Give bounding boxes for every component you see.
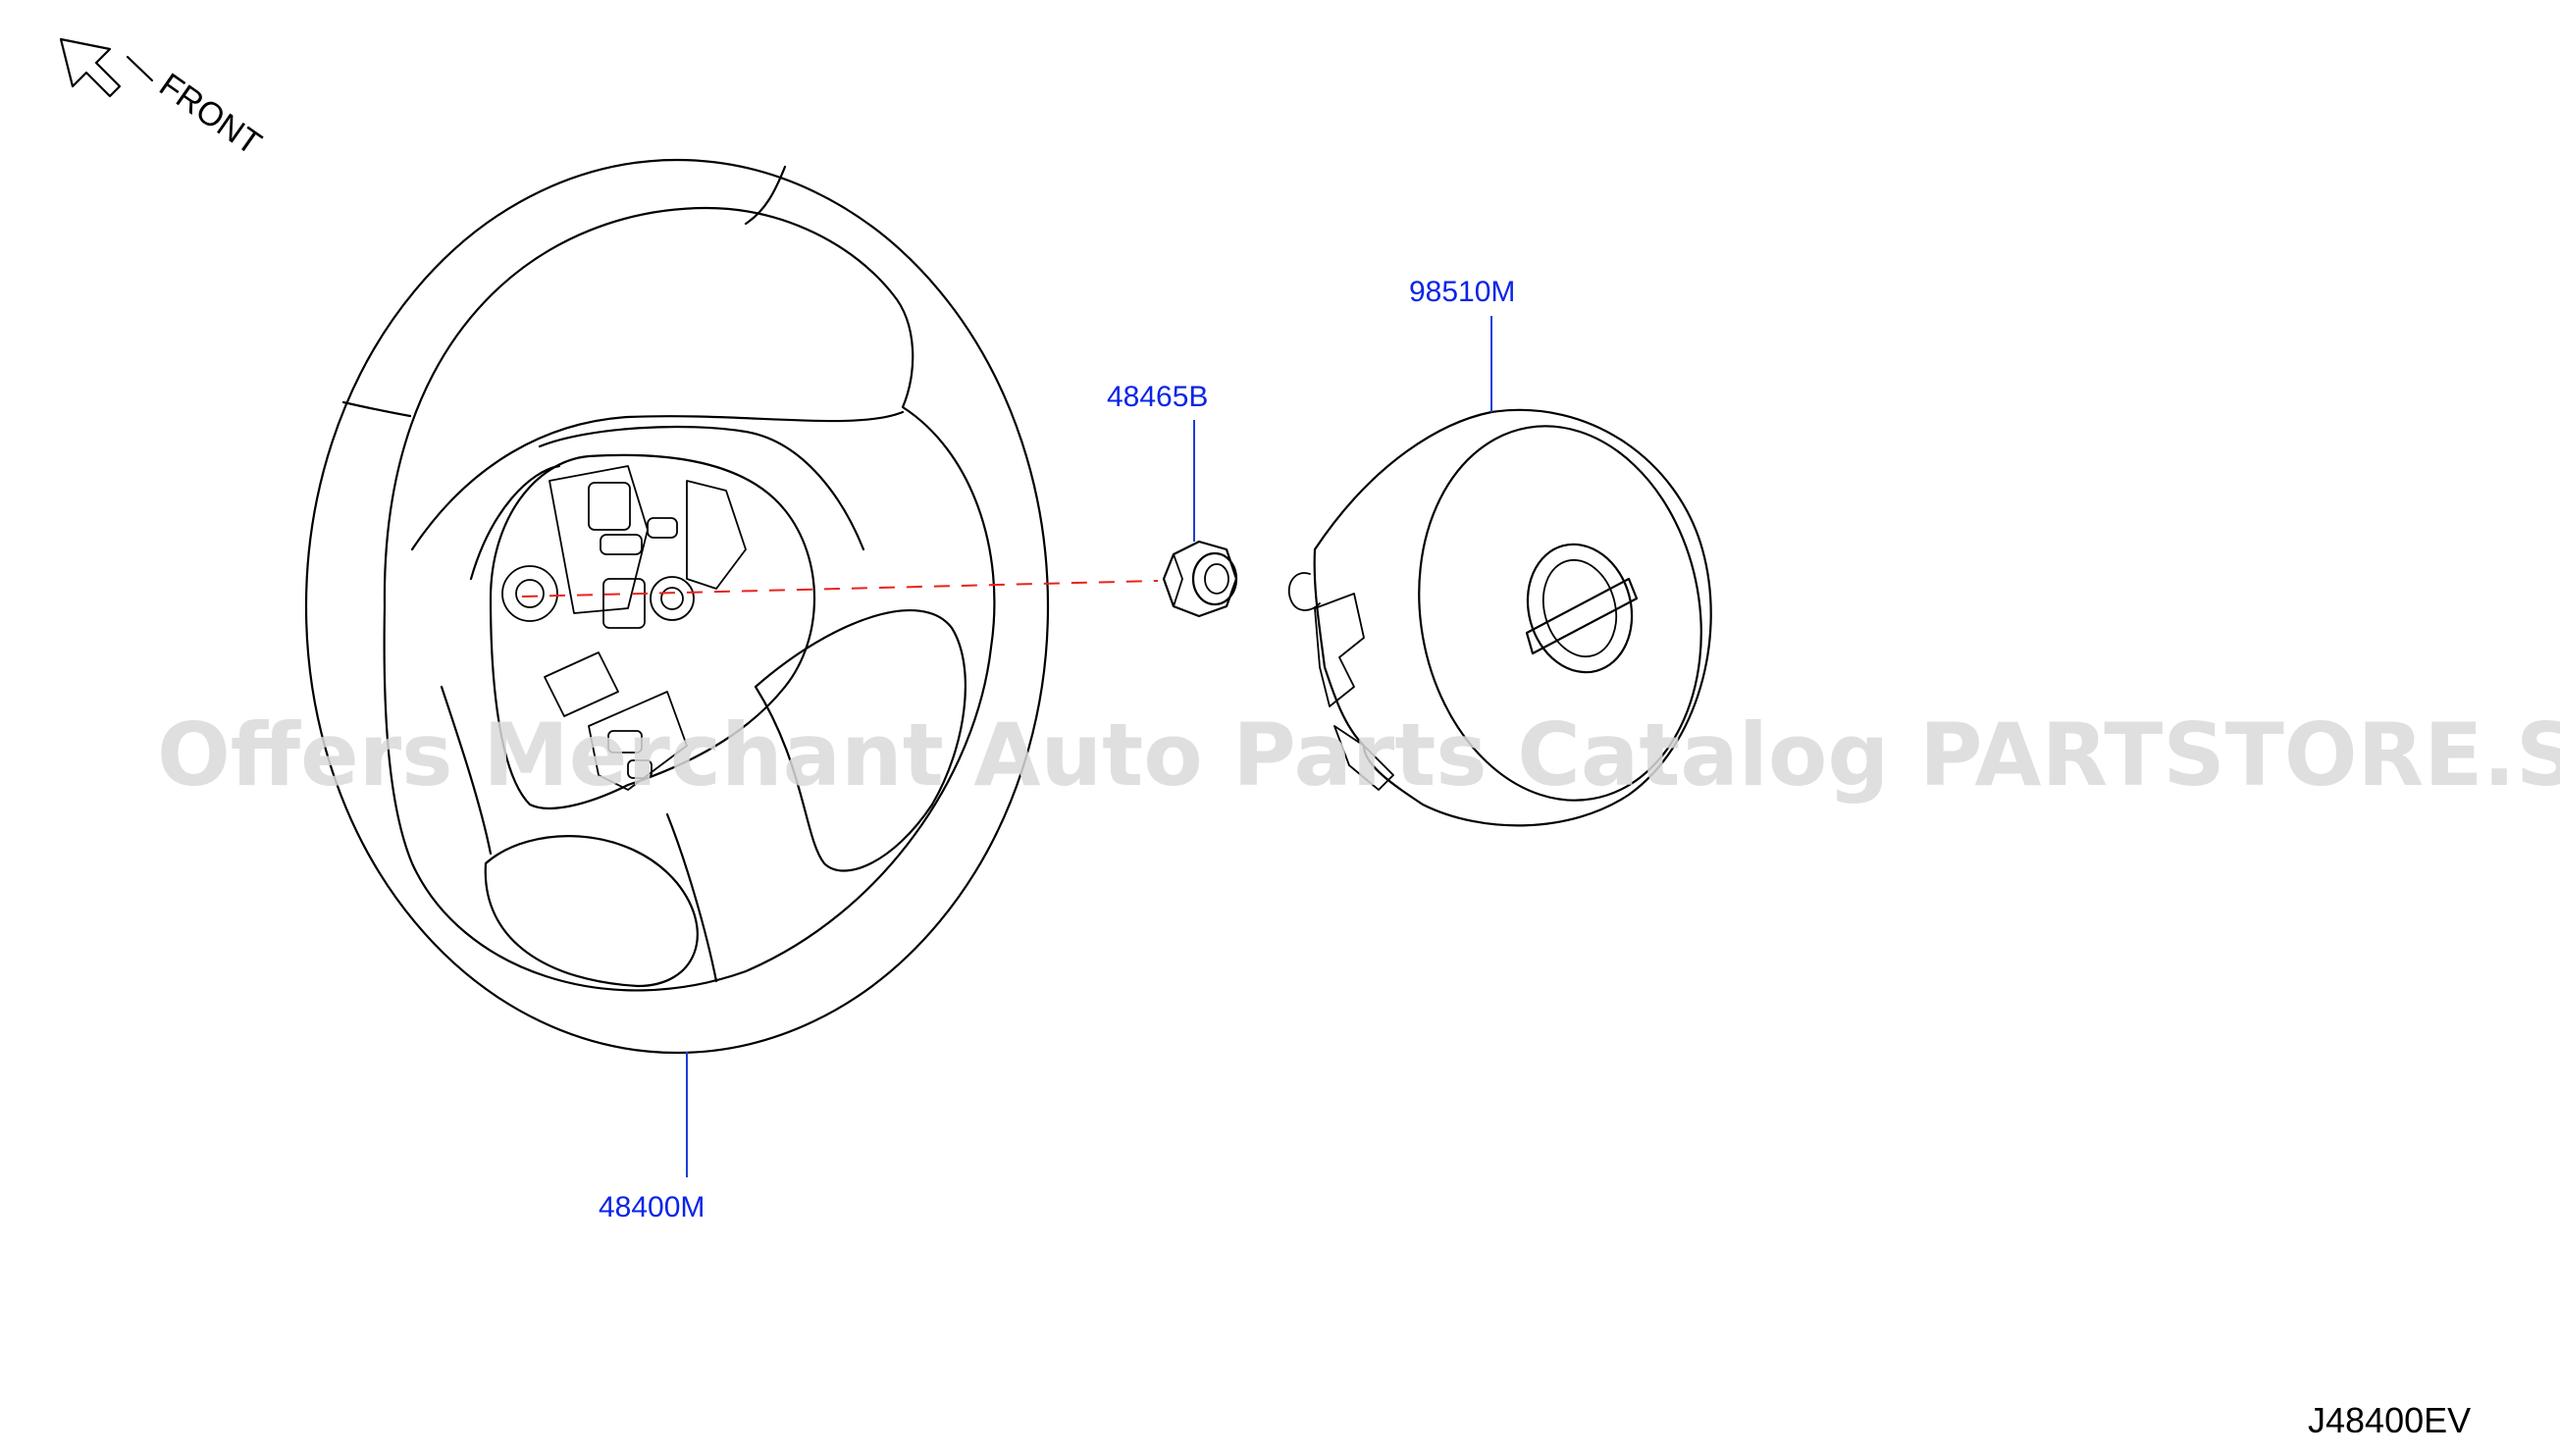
watermark-text: Offers Merchant Auto Parts Catalog PARTS…	[157, 704, 2560, 806]
front-label: FRONT	[152, 66, 268, 162]
airbag-module-drawing[interactable]	[1287, 403, 1730, 827]
part-number-48465B[interactable]: 48465B	[1107, 381, 1208, 413]
diagram-code: J48400EV	[2308, 1400, 2471, 1440]
part-number-48400M[interactable]: 48400M	[599, 1191, 705, 1223]
part-number-98510M[interactable]: 98510M	[1409, 276, 1515, 308]
mounting-axis-line	[521, 580, 1159, 598]
front-arrow-icon	[59, 37, 154, 98]
nut-drawing[interactable]	[1162, 540, 1238, 618]
steering-wheel-drawing[interactable]	[304, 158, 1050, 1055]
emblem-icon	[1525, 543, 1639, 674]
